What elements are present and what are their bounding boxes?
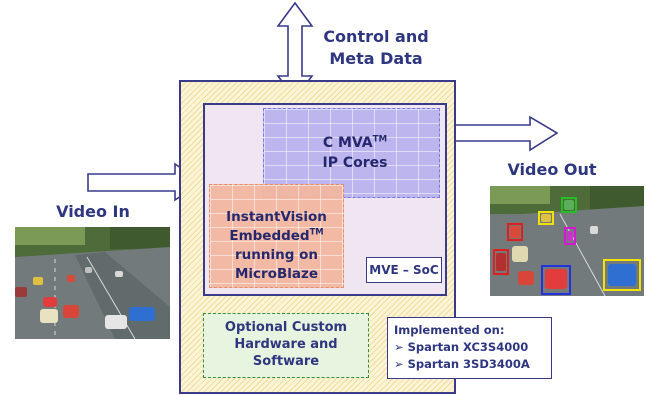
mva-ip-cores-label: C MVATM IP Cores (275, 133, 435, 173)
video-out-arrow (447, 115, 559, 152)
traffic-image-in (15, 227, 170, 339)
control-meta-label: Control and Meta Data (323, 27, 429, 68)
video-in-label: Video In (56, 202, 130, 221)
implemented-title: Implemented on: (394, 323, 505, 337)
iv-line4: MicroBlaze (234, 266, 319, 282)
mva-title: C MVA (322, 135, 373, 151)
mve-soc-label: MVE – SoC (366, 257, 442, 283)
iv-trademark: TM (309, 226, 324, 237)
instantvision-label: InstantVision EmbeddedTM running on Micr… (209, 208, 344, 284)
mva-trademark: TM (372, 134, 388, 145)
mva-ip-cores-block (263, 108, 440, 198)
video-out-photo (490, 186, 644, 296)
optional-custom-hw-block: Optional Custom Hardware and Software (203, 313, 369, 378)
implemented-item-2: ➢ Spartan 3SD3400A (394, 357, 530, 371)
mva-subtitle: IP Cores (322, 155, 388, 171)
iv-line3: running on (235, 247, 318, 263)
traffic-image-out (490, 186, 644, 296)
instantvision-block (209, 184, 344, 288)
iv-line2: Embedded (229, 228, 310, 244)
implemented-on-box: Implemented on: ➢ Spartan XC3S4000 ➢ Spa… (387, 317, 552, 379)
video-in-photo (15, 227, 170, 339)
video-out-label: Video Out (507, 160, 597, 179)
implemented-item-1: ➢ Spartan XC3S4000 (394, 340, 529, 354)
iv-line1: InstantVision (226, 209, 327, 225)
